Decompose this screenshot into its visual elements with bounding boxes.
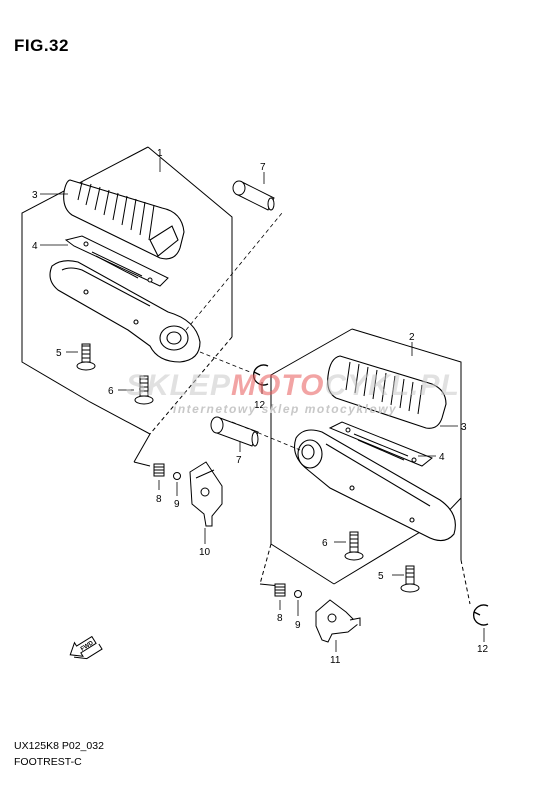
callout-right-ball: 9 [295,620,301,631]
right-small-leaders [279,600,337,652]
diagram-name: FOOTREST-C [14,756,82,768]
callout-left-clip: 12 [254,400,266,411]
left-bolt-6 [134,375,154,405]
left-footrest-rubber [63,179,185,260]
callout-left-bolt-5: 5 [56,348,62,359]
right-e-clip [472,604,489,626]
right-footrest-plate [328,421,433,467]
callout-right-rubber: 3 [461,422,467,433]
callout-left-bracket: 10 [199,547,211,558]
callout-left-spring: 8 [156,494,162,505]
right-detent-ball [294,590,302,598]
callout-labels: 1 3 4 5 6 7 12 7 8 9 10 2 3 4 6 5 8 9 11… [32,148,489,666]
diagram-code: UX125K8 P02_032 [14,740,104,752]
watermark-brand: SKLEPMOTOCYKL.PL [126,369,460,403]
callout-right-bracket: 11 [330,655,341,666]
watermark-brand-part2: MOTO [231,369,325,402]
left-footrest-plate [64,235,169,287]
left-footrest-bracket [189,461,223,527]
callout-right-assembly: 2 [409,332,415,343]
left-detent-ball [173,472,181,480]
callout-left-ball: 9 [174,499,180,510]
callout-left-assembly: 1 [157,148,163,159]
right-pivot-pin [210,416,259,447]
callout-left-rubber: 3 [32,190,38,201]
right-footrest-body [293,429,456,542]
left-e-clip [252,364,269,386]
callout-right-pin: 7 [236,455,242,466]
callout-left-plate: 4 [32,241,38,252]
callout-right-spring: 8 [277,613,283,624]
watermark-tagline: internetowy sklep motocyklowy [173,402,398,416]
watermark-brand-part3: CYKL.PL [324,369,460,402]
figure-title: FIG.32 [14,36,69,55]
callout-left-bolt-6: 6 [108,386,114,397]
left-pivot-pin [232,180,275,211]
callout-right-bolt-6: 6 [322,538,328,549]
left-detent-spring [153,463,165,477]
left-small-leaders [158,480,206,544]
right-bolt-6 [344,531,364,561]
right-detent-spring [274,583,286,597]
right-leaders [231,342,485,642]
left-leaders [40,158,283,452]
right-bolt-5 [400,565,420,593]
callout-right-clip: 12 [477,644,489,655]
left-bolt-5 [76,343,96,371]
right-footrest-bracket [315,599,361,643]
fwd-arrow-icon: FWD [69,635,103,660]
callout-left-pin: 7 [260,162,266,173]
callout-right-bolt-5: 5 [378,571,384,582]
right-footrest-rubber [327,355,447,429]
watermark-brand-part1: SKLEP [126,369,232,402]
callout-right-plate: 4 [439,452,445,463]
left-footrest-body [49,260,201,363]
